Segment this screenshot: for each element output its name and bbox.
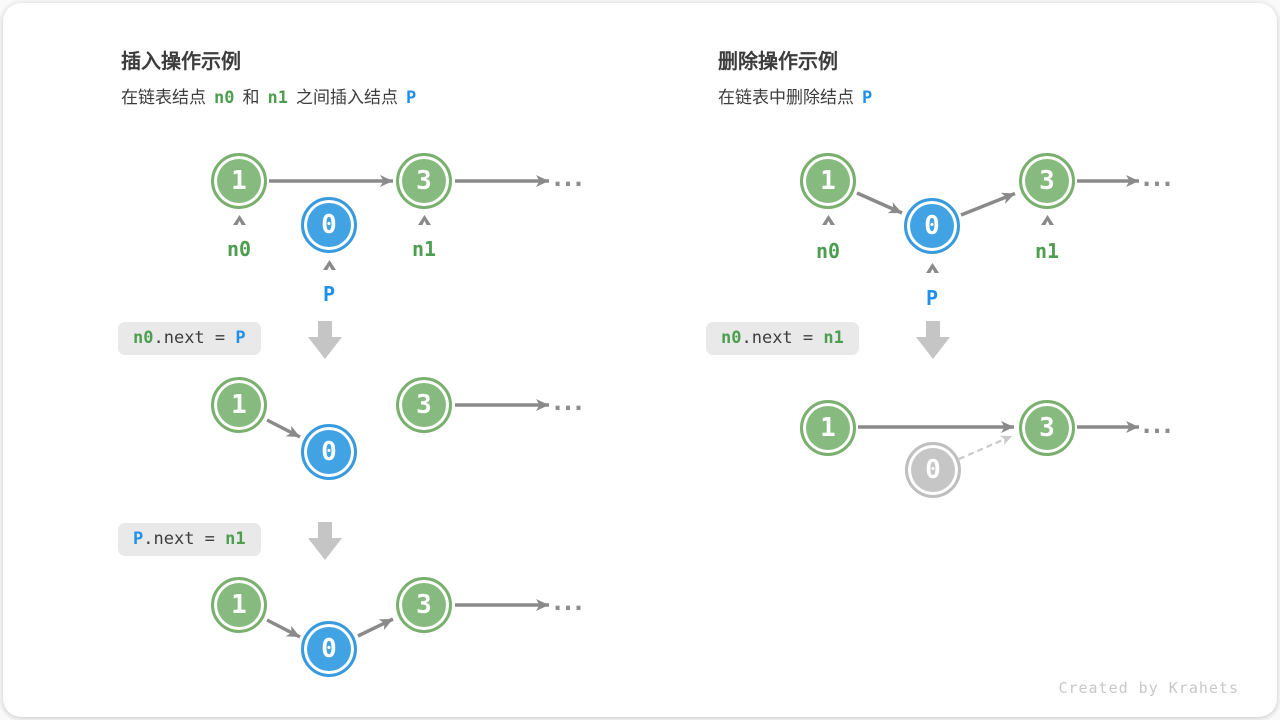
caret-up-icon [822, 215, 835, 225]
code-token-op: .next = [153, 328, 236, 348]
arrow-delete-r2-removed-dashed [958, 434, 1013, 461]
arrow-insert-r3-0to3 [357, 617, 394, 638]
node-value: 1 [231, 590, 247, 620]
subtitle-text: 在链表结点 [121, 88, 206, 107]
arrow-insert-r3-1to0 [266, 618, 301, 639]
code-delete-step1: n0.next = n1 [706, 322, 859, 355]
code-insert-step2: P.next = n1 [118, 523, 261, 556]
subtitle-text: 在链表中删除结点 [718, 88, 854, 107]
token-n0: n0 [214, 88, 235, 108]
code-token-a: P [133, 529, 144, 549]
ellipsis: ... [1139, 411, 1174, 439]
label-n0: n0 [226, 237, 252, 261]
code-token-b: n1 [225, 529, 246, 549]
node-value: 1 [231, 390, 247, 420]
token-n1: n1 [267, 88, 288, 108]
insert-r1-node-1: 1 [211, 153, 267, 209]
delete-subtitle: 在链表中删除结点 P [718, 83, 880, 108]
caret-up-icon [233, 215, 246, 225]
delete-r1-node-3: 3 [1019, 153, 1075, 209]
insert-r1-node-3: 3 [396, 153, 452, 209]
node-value: 0 [321, 210, 337, 240]
insert-r3-node-1: 1 [211, 577, 267, 633]
delete-r1-node-1: 1 [800, 153, 856, 209]
delete-r2-node-3: 3 [1019, 400, 1075, 456]
down-arrow-icon [308, 321, 342, 359]
node-value: 3 [1039, 413, 1055, 443]
label-n1: n1 [1034, 239, 1060, 263]
caret-up-icon [926, 263, 939, 273]
node-value: 1 [820, 166, 836, 196]
label-n0: n0 [815, 239, 841, 263]
label-p: P [925, 286, 939, 310]
insert-title: 插入操作示例 [121, 51, 241, 73]
insert-r2-node-0: 0 [301, 424, 357, 480]
watermark: Created by Krahets [1058, 679, 1239, 697]
ellipsis: ... [1139, 164, 1174, 192]
down-arrow-icon [916, 321, 950, 359]
insert-subtitle: 在链表结点 n0 和 n1 之间插入结点 P [121, 83, 424, 108]
insert-r1-node-0: 0 [301, 197, 357, 253]
node-value: 3 [416, 166, 432, 196]
node-value: 1 [820, 413, 836, 443]
node-value: 0 [925, 455, 941, 485]
diagram-card: 插入操作示例 在链表结点 n0 和 n1 之间插入结点 P 1 0 3 n0 P n1 .… [3, 3, 1277, 717]
caret-up-icon [1041, 215, 1054, 225]
delete-r2-node-0-removed: 0 [905, 442, 961, 498]
code-token-op: .next = [143, 529, 226, 549]
delete-r1-node-0: 0 [904, 198, 960, 254]
down-arrow-icon [308, 522, 342, 560]
insert-r3-node-3: 3 [396, 577, 452, 633]
insert-r3-node-0: 0 [301, 621, 357, 677]
caret-up-icon [323, 260, 336, 270]
node-value: 3 [416, 390, 432, 420]
ellipsis: ... [550, 588, 585, 616]
delete-r2-node-1: 1 [800, 400, 856, 456]
token-p: P [862, 88, 873, 108]
label-n1: n1 [411, 237, 437, 261]
node-value: 3 [416, 590, 432, 620]
insert-r2-node-3: 3 [396, 377, 452, 433]
ellipsis: ... [550, 388, 585, 416]
code-token-a: n0 [133, 328, 154, 348]
node-value: 0 [924, 211, 940, 241]
ellipsis: ... [550, 164, 585, 192]
arrow-delete-r1-1to0 [856, 191, 903, 215]
code-token-op: .next = [741, 328, 824, 348]
node-value: 3 [1039, 166, 1055, 196]
arrow-delete-r1-0to3 [960, 191, 1016, 217]
node-value: 0 [321, 634, 337, 664]
insert-r2-node-1: 1 [211, 377, 267, 433]
node-value: 0 [321, 437, 337, 467]
caret-up-icon [418, 215, 431, 225]
arrow-lines-layer [266, 175, 1139, 639]
subtitle-text: 和 [242, 88, 260, 107]
code-token-a: n0 [721, 328, 742, 348]
code-insert-step1: n0.next = P [118, 322, 261, 355]
code-token-b: P [235, 328, 246, 348]
token-p: P [405, 88, 417, 108]
label-p: P [322, 282, 336, 306]
node-value: 1 [231, 166, 247, 196]
code-token-b: n1 [823, 328, 844, 348]
arrow-insert-r2-1to0 [266, 418, 301, 439]
delete-title: 删除操作示例 [718, 51, 838, 73]
subtitle-text: 之间插入结点 [295, 88, 398, 107]
